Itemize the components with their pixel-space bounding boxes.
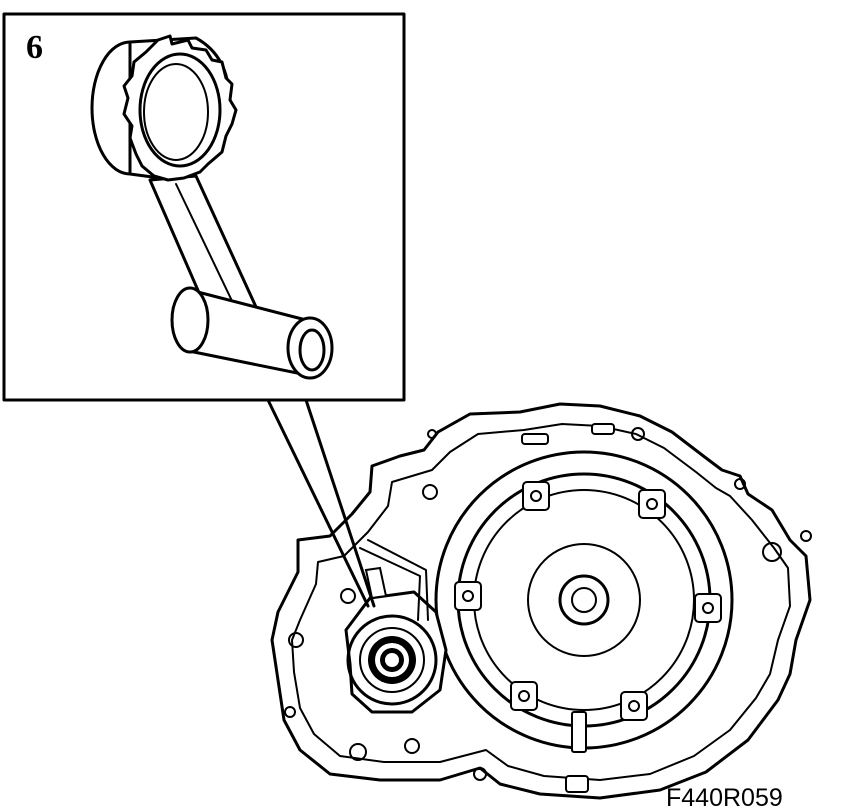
housing-bolt-holes bbox=[284, 423, 812, 793]
bearing-installer-tool-icon bbox=[90, 34, 334, 380]
transmission-housing-icon bbox=[270, 402, 812, 800]
figure-code: F440R059 bbox=[666, 784, 783, 812]
callout-pointer bbox=[266, 398, 376, 608]
converter-lugs bbox=[454, 481, 722, 753]
converter-hub-inner bbox=[571, 587, 597, 613]
step-number: 6 bbox=[26, 29, 43, 66]
torque-converter-inner bbox=[527, 543, 641, 657]
output-shaft-seal bbox=[344, 539, 448, 714]
converter-hub-outer bbox=[558, 574, 610, 626]
housing-inner-contour bbox=[291, 423, 791, 781]
